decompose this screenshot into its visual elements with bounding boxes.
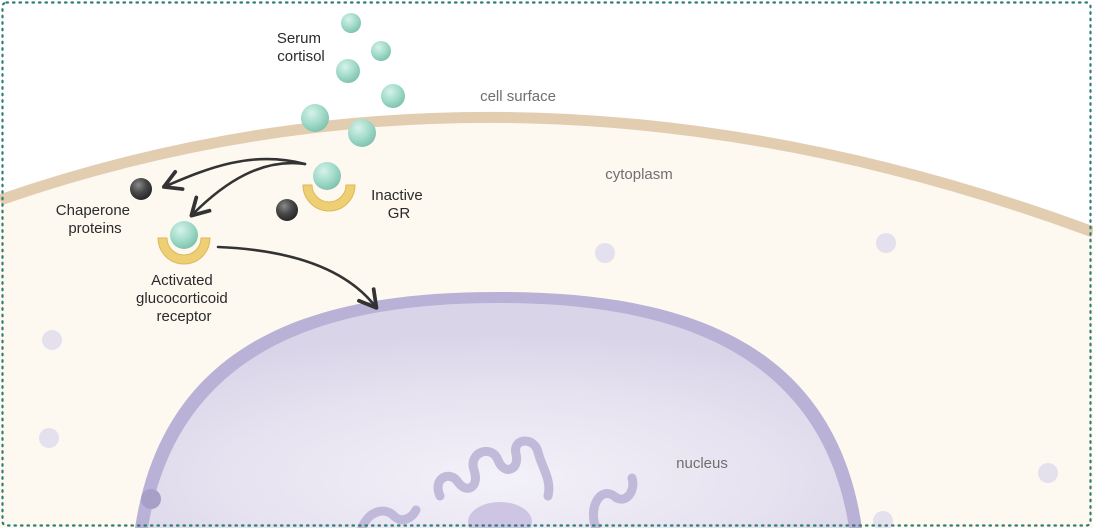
- chromatin: [357, 505, 421, 528]
- arrow-to-activated-receptor: [189, 161, 307, 218]
- cortisol-molecule: [313, 162, 341, 190]
- nucleolus: [468, 502, 532, 528]
- arrow-to-chaperone: [161, 157, 307, 191]
- activated-receptor-label-line2: glucocorticoid: [136, 290, 228, 307]
- cortisol-molecule: [371, 41, 391, 61]
- cortisol-molecule: [381, 84, 405, 108]
- chaperone-proteins-label: Chaperone proteins: [56, 202, 134, 237]
- inactive-gr-label: Inactive GR: [371, 187, 427, 222]
- chromatin: [433, 436, 554, 501]
- inactive-gr-label-line2: GR: [388, 205, 411, 222]
- activated-receptor-label-line3: receptor: [156, 308, 211, 325]
- vesicle: [39, 428, 59, 448]
- nucleus-interior: [148, 303, 849, 528]
- cytoplasm-label: cytoplasm: [605, 166, 673, 183]
- cortisol-molecule: [336, 59, 360, 83]
- cell-surface-label: cell surface: [480, 88, 556, 105]
- chromatin: [588, 473, 638, 528]
- chaperone-protein: [130, 178, 152, 200]
- cortisol-molecule: [301, 104, 329, 132]
- chaperone-protein: [276, 199, 298, 221]
- serum-cortisol-label-line1: Serum: [277, 30, 321, 47]
- serum-cortisol-label-line2: cortisol: [277, 48, 325, 65]
- activated-receptor-label-line1: Activated: [151, 272, 213, 289]
- receptor-cup: [302, 184, 356, 212]
- vesicle: [595, 243, 615, 263]
- vesicle: [876, 233, 896, 253]
- vesicle: [873, 511, 893, 528]
- chaperone-proteins-label-line2: proteins: [68, 220, 121, 237]
- vesicle: [42, 330, 62, 350]
- cortisol-molecule: [170, 221, 198, 249]
- nucleus-label: nucleus: [676, 455, 728, 472]
- activated-receptor-complex: [157, 221, 211, 265]
- inactive-gr-complex: [276, 162, 356, 221]
- nuclear-pore: [141, 489, 161, 509]
- receptor-cup: [157, 237, 211, 265]
- cell-membrane: [0, 111, 1093, 238]
- cortisol-molecule: [348, 119, 376, 147]
- vesicle: [1038, 463, 1058, 483]
- cortisol-molecule: [341, 13, 361, 33]
- inactive-gr-label-line1: Inactive: [371, 187, 423, 204]
- chaperone-proteins-label-line1: Chaperone: [56, 202, 130, 219]
- activated-receptor-label: Activated glucocorticoid receptor: [136, 272, 232, 325]
- serum-cortisol-molecules: [301, 13, 405, 147]
- arrow-to-nucleus: [216, 245, 379, 310]
- serum-cortisol-label: Serum cortisol: [277, 30, 325, 65]
- nucleus: [135, 292, 862, 528]
